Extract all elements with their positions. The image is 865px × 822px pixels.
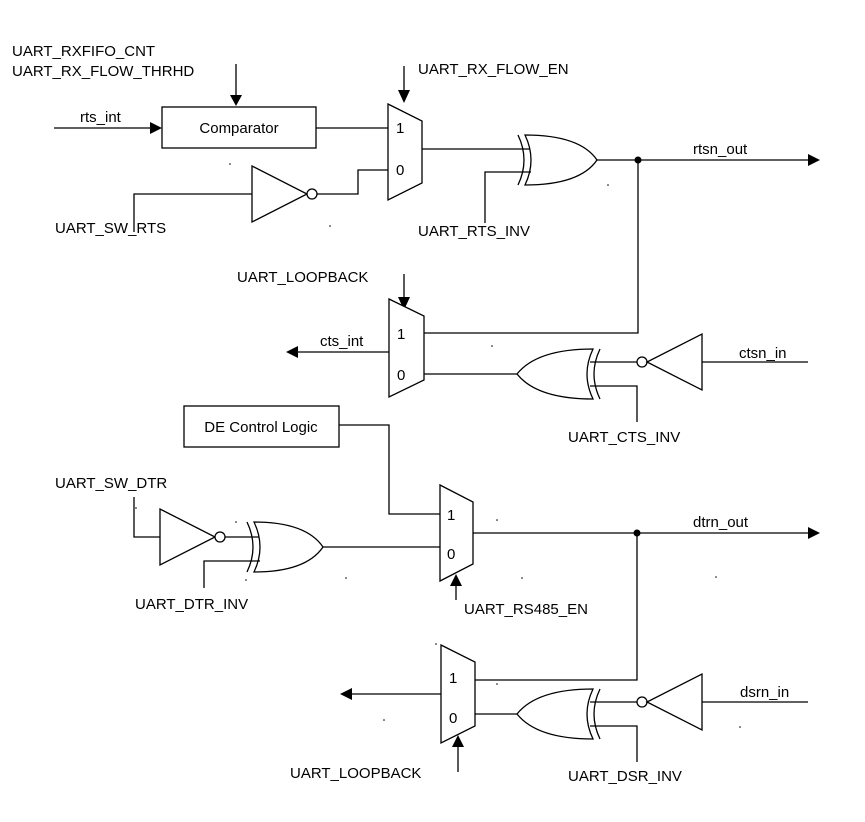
label-loopback-1: UART_LOOPBACK bbox=[237, 269, 368, 286]
xor-rts bbox=[523, 134, 598, 186]
label-dsrn-in: dsrn_in bbox=[740, 684, 789, 701]
mux1 bbox=[387, 102, 423, 202]
inverter-dsr-triangle bbox=[645, 672, 703, 732]
inverter-dsr-bubble bbox=[636, 696, 648, 708]
stray-dots bbox=[135, 163, 741, 728]
de-control-block bbox=[183, 405, 340, 448]
mux4-in0: 0 bbox=[449, 710, 457, 727]
label-rtsn-out: rtsn_out bbox=[693, 141, 748, 158]
mux2-in0: 0 bbox=[397, 367, 405, 384]
mux4 bbox=[440, 643, 476, 745]
label-rx-flow-thrhd: UART_RX_FLOW_THRHD bbox=[12, 63, 194, 80]
xor-dtr-back-curve bbox=[246, 521, 254, 573]
wire-dtr-inv bbox=[203, 560, 260, 588]
comparator-label: Comparator bbox=[199, 120, 278, 137]
de-control-label: DE Control Logic bbox=[204, 419, 318, 436]
label-rts-inv: UART_RTS_INV bbox=[418, 223, 530, 240]
inverter-dtr-bubble bbox=[214, 531, 226, 543]
arrow-cts-int bbox=[286, 346, 298, 358]
arrow-rs485-en bbox=[450, 574, 462, 586]
label-rs485-en: UART_RS485_EN bbox=[464, 601, 588, 618]
arrow-dtrn-out bbox=[808, 527, 820, 539]
label-loopback-2: UART_LOOPBACK bbox=[290, 765, 421, 782]
xor-cts-back-curve bbox=[593, 348, 601, 400]
label-cts-int: cts_int bbox=[320, 333, 364, 350]
xor-dsr bbox=[516, 688, 595, 740]
arrow-dsr-out bbox=[340, 688, 352, 700]
inverter-dtr-triangle bbox=[159, 507, 217, 567]
arrow-rtsn-out bbox=[808, 154, 820, 166]
label-cts-inv: UART_CTS_INV bbox=[568, 429, 680, 446]
comparator-block bbox=[161, 106, 317, 149]
mux3 bbox=[439, 483, 474, 583]
label-rts-int: rts_int bbox=[80, 109, 122, 126]
wire-sw-dtr bbox=[133, 497, 160, 538]
arrow-thrhd bbox=[230, 95, 242, 106]
wire-dtr-loopback bbox=[475, 533, 638, 681]
mux2 bbox=[388, 297, 425, 399]
wire-rts-loopback bbox=[424, 160, 639, 334]
label-rxfifo-cnt: UART_RXFIFO_CNT bbox=[12, 43, 155, 60]
wire-de-to-mux3 bbox=[339, 424, 440, 515]
inverter-cts-triangle bbox=[645, 332, 703, 392]
inverter-rts-triangle bbox=[251, 164, 309, 224]
wire-cts-inv bbox=[590, 385, 638, 422]
mux3-in0: 0 bbox=[447, 546, 455, 563]
mux1-in1: 1 bbox=[396, 120, 404, 137]
xor-rts-back-curve bbox=[517, 134, 525, 186]
wire-sw-rts bbox=[133, 193, 252, 232]
label-rx-flow-en: UART_RX_FLOW_EN bbox=[418, 61, 569, 78]
mux2-in1: 1 bbox=[397, 326, 405, 343]
label-sw-dtr: UART_SW_DTR bbox=[55, 475, 167, 492]
mux3-in1: 1 bbox=[447, 507, 455, 524]
arrow-loopback-1 bbox=[398, 297, 410, 310]
mux4-in1: 1 bbox=[449, 670, 457, 687]
wire-rts-inv bbox=[484, 171, 531, 223]
label-dtr-inv: UART_DTR_INV bbox=[135, 596, 248, 613]
label-ctsn-in: ctsn_in bbox=[739, 345, 787, 362]
inverter-cts-bubble bbox=[636, 356, 648, 368]
xor-dsr-back-curve bbox=[593, 688, 601, 740]
xor-cts bbox=[516, 348, 595, 400]
label-sw-rts: UART_SW_RTS bbox=[55, 220, 166, 237]
arrow-flow-en bbox=[398, 90, 410, 103]
wire-inverter-to-mux1 bbox=[317, 169, 388, 195]
xor-dtr bbox=[252, 521, 324, 573]
arrow-loopback-2 bbox=[452, 735, 464, 747]
label-dsr-inv: UART_DSR_INV bbox=[568, 768, 682, 785]
wire-dsr-inv bbox=[590, 725, 638, 762]
mux1-in0: 0 bbox=[396, 162, 404, 179]
label-dtrn-out: dtrn_out bbox=[693, 514, 749, 531]
inverter-rts-bubble bbox=[306, 188, 318, 200]
arrow-rts-int bbox=[150, 122, 162, 134]
